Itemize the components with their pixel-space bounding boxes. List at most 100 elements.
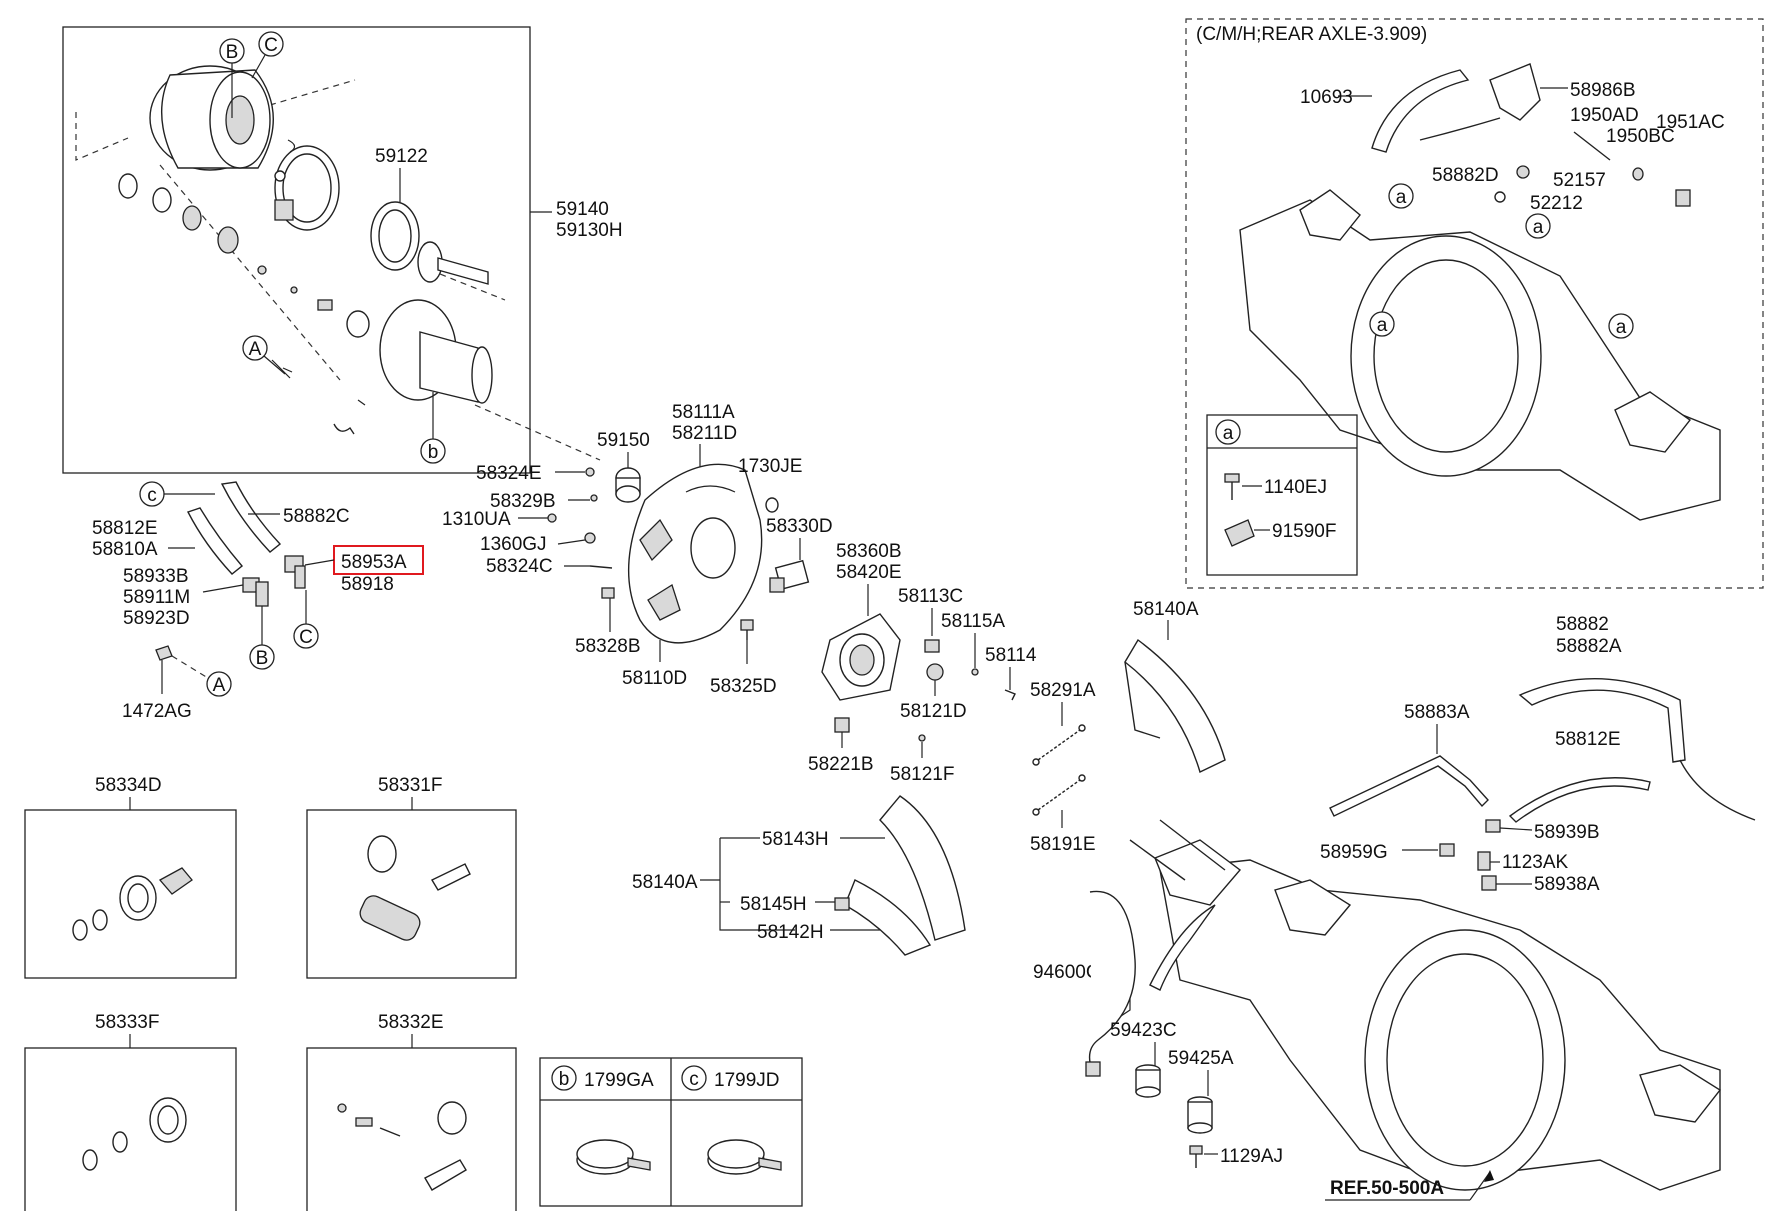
small-bolt[interactable] [257,265,267,275]
bolt-1129AJ[interactable] [1189,1145,1203,1168]
part-label-58923D[interactable]: 58923D [123,608,190,629]
part-label-58882C[interactable]: 58882C [283,506,350,527]
part-label-58145H[interactable]: 58145H [740,894,807,915]
bolt-58324E[interactable] [585,467,595,477]
part-label-58812E-right[interactable]: 58812E [1555,729,1621,750]
part-label-1799GA[interactable]: 1799GA [584,1070,654,1091]
pin[interactable] [282,367,293,373]
sleeve-59425A[interactable] [1187,1096,1213,1134]
kit-box-58333F[interactable] [24,1047,237,1211]
fitting-58939B[interactable] [1485,819,1501,833]
washer-52212[interactable] [1494,191,1506,203]
brake-pipe-58882[interactable] [1518,678,1686,763]
part-label-1129AJ[interactable]: 1129AJ [1220,1146,1283,1167]
part-label-58420E[interactable]: 58420E [836,562,902,583]
part-label-58933B[interactable]: 58933B [123,566,189,587]
part-label-58140A-top[interactable]: 58140A [1133,599,1199,620]
sleeve-59423C[interactable] [1135,1064,1161,1098]
hose-clamp-1799JD[interactable] [707,1139,782,1175]
part-label-58111A[interactable]: 58111A [672,402,735,423]
part-label-58142H[interactable]: 58142H [757,922,824,943]
part-label-58115A[interactable]: 58115A [941,611,1005,632]
small-bolt[interactable] [290,286,298,294]
part-label-91590F[interactable]: 91590F [1272,521,1336,542]
junction-58938A[interactable] [1481,875,1497,891]
part-label-58191E[interactable]: 58191E [1030,834,1096,855]
hose-58882D[interactable] [1419,117,1501,141]
part-label-58938A[interactable]: 58938A [1534,874,1600,895]
part-label-58143H[interactable]: 58143H [762,829,829,850]
tee-58959G[interactable] [1439,843,1455,857]
part-label-52212[interactable]: 52212 [1530,193,1583,214]
rivet-58145H[interactable] [834,897,850,911]
wheel-cylinder-58330D[interactable] [769,559,810,593]
nut[interactable] [317,299,333,311]
brake-pipe-58883A[interactable] [1329,755,1489,817]
part-label-58911M[interactable]: 58911M [123,587,190,608]
reference-label[interactable]: REF.50-500A [1330,1178,1444,1199]
elbow-fitting[interactable] [242,577,269,607]
brake-lining-58143H[interactable] [879,795,966,941]
bolt-58324C[interactable] [589,565,613,569]
washer-1950BC[interactable] [1632,167,1644,181]
spacer-58113C[interactable] [924,639,940,653]
plug-1730JE[interactable] [765,497,779,513]
part-label-58882[interactable]: 58882 [1556,614,1609,635]
clip-91590F[interactable] [1224,519,1255,547]
part-label-59423C[interactable]: 59423C [1110,1020,1177,1041]
kit-box-58334D[interactable] [24,809,237,979]
bearing-small[interactable] [346,310,370,338]
nut-52157[interactable] [1516,165,1530,179]
brake-lining-58142H[interactable] [844,879,932,956]
part-label-58939B[interactable]: 58939B [1534,822,1600,843]
part-label-58959G[interactable]: 58959G [1320,842,1388,863]
bushing-59150[interactable] [615,467,641,503]
part-label-1310UA[interactable]: 1310UA [442,509,511,530]
part-label-1730JE[interactable]: 1730JE [738,456,802,477]
clip-1472AG[interactable] [155,645,173,661]
spindle-shaft[interactable] [417,241,489,285]
bearing[interactable] [182,205,202,231]
seal-59122[interactable] [370,201,420,271]
brake-pipe-58882A[interactable] [1679,759,1756,821]
part-label-58986B[interactable]: 58986B [1570,80,1636,101]
brake-drum[interactable] [149,65,274,171]
part-label-1950AD[interactable]: 1950AD [1570,105,1639,126]
part-label-52157[interactable]: 52157 [1553,170,1606,191]
brake-hose-58812E[interactable] [187,507,244,575]
part-label-58332E[interactable]: 58332E [378,1012,444,1033]
brake-pipe-10693[interactable] [1371,69,1470,153]
part-label-58360B[interactable]: 58360B [836,541,902,562]
kit-box-58332E[interactable] [306,1047,517,1211]
part-label-58333F[interactable]: 58333F [95,1012,159,1033]
abs-sensor-cable-94600C[interactable] [1088,890,1136,1071]
pin-58115A[interactable] [971,668,979,676]
bolt-1123AK[interactable] [1477,851,1491,871]
part-label-58882D[interactable]: 58882D [1432,165,1499,186]
part-label-1950BC[interactable]: 1950BC [1606,126,1675,147]
axle-housing-upper[interactable] [1239,189,1721,521]
part-label-58329B[interactable]: 58329B [490,491,556,512]
part-label-58291A[interactable]: 58291A [1030,680,1096,701]
spring-58191E[interactable] [1032,774,1086,816]
axle-hub-flange[interactable] [379,299,493,404]
hub-clamp[interactable] [274,145,340,231]
brake-hose-58882C[interactable] [220,481,282,553]
part-label-58883A[interactable]: 58883A [1404,702,1470,723]
washer-1360GJ[interactable] [584,532,596,544]
part-label-1951AC[interactable]: 1951AC [1656,112,1725,133]
spring-58291A[interactable] [1032,724,1086,766]
bolt[interactable] [274,170,286,182]
clip-58114[interactable] [1004,689,1016,701]
part-label-58331F[interactable]: 58331F [378,775,442,796]
part-label-58114[interactable]: 58114 [985,645,1037,666]
axle-housing-lower[interactable] [1129,819,1722,1191]
part-label-10693[interactable]: 10693 [1300,87,1353,108]
part-label-1472AG[interactable]: 1472AG [122,701,192,722]
part-label-58113C[interactable]: 58113C [898,586,963,607]
part-label-58324E[interactable]: 58324E [476,463,542,484]
part-label-58121D[interactable]: 58121D [900,701,967,722]
clip-58328B[interactable] [601,587,615,599]
kit-box-58331F[interactable] [306,809,517,979]
part-label-59122[interactable]: 59122 [375,146,428,167]
